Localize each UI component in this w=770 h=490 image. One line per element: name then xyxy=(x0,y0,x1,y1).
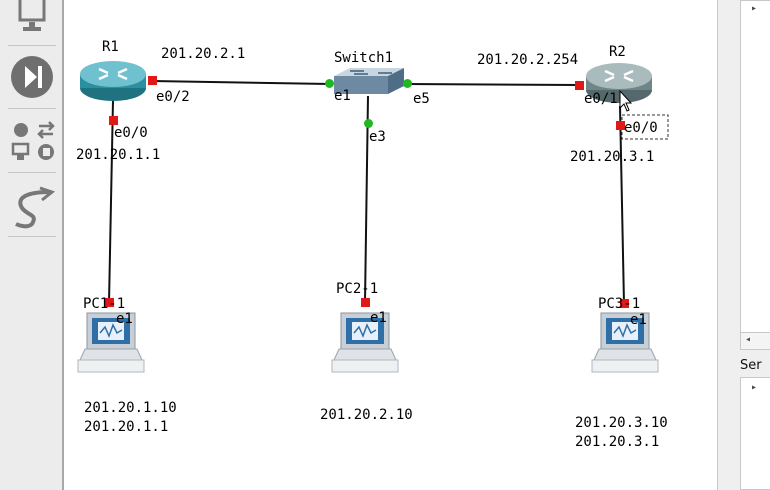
device-toolbar xyxy=(0,0,64,490)
port-label-switch-e1[interactable]: e1 xyxy=(334,88,351,104)
addr-r1-link[interactable]: 201.20.2.1 xyxy=(161,46,246,62)
link-switch-pc2[interactable] xyxy=(364,95,369,303)
servers-panel-title: Ser xyxy=(740,358,762,373)
switch-icon[interactable] xyxy=(334,68,404,94)
pc3-icon[interactable] xyxy=(591,312,659,373)
servers-pane[interactable]: ▸ xyxy=(740,377,770,490)
play-icon[interactable] xyxy=(8,52,56,102)
add-link-icon[interactable] xyxy=(8,180,56,230)
device-label-pc2[interactable]: PC2-1 xyxy=(336,281,379,297)
port-label-switch-e5[interactable]: e5 xyxy=(413,91,430,107)
port-r2-e0-1[interactable] xyxy=(575,81,584,90)
device-label-pc1[interactable]: PC1-1 xyxy=(83,296,126,312)
link-r1-pc1[interactable] xyxy=(108,99,114,304)
port-switch-e1[interactable] xyxy=(325,79,334,88)
toolbar-divider xyxy=(8,172,56,173)
port-label-r2-e0-1[interactable]: e0/1 xyxy=(584,91,618,107)
port-pc2-e1[interactable] xyxy=(361,298,370,307)
link-r1-switch[interactable] xyxy=(151,80,331,85)
device-label-r2[interactable]: R2 xyxy=(609,44,626,60)
link-switch-r2[interactable] xyxy=(404,83,580,86)
port-label-r2-e0-0[interactable]: e0/0 xyxy=(624,120,658,136)
port-switch-e3[interactable] xyxy=(364,119,373,128)
port-r1-e0-0[interactable] xyxy=(109,116,118,125)
device-label-switch1[interactable]: Switch1 xyxy=(334,50,394,66)
expand-arrow-icon[interactable]: ▸ xyxy=(751,3,758,14)
toolbar-divider xyxy=(8,236,56,237)
addr-pc2-ip[interactable]: 201.20.2.10 xyxy=(320,407,413,423)
addr-pc1-gateway[interactable]: 201.20.1.1 xyxy=(84,419,169,435)
all-devices-icon[interactable] xyxy=(8,116,56,166)
topology-summary-pane[interactable]: ▸ ◂ xyxy=(740,0,770,350)
router-r2-icon[interactable] xyxy=(586,63,652,103)
addr-pc3-ip[interactable]: 201.20.3.10 xyxy=(575,415,668,431)
port-label-pc2-e1[interactable]: e1 xyxy=(370,310,387,326)
link-layer xyxy=(77,61,669,373)
port-label-pc3-e1[interactable]: e1 xyxy=(630,312,647,328)
topology-canvas[interactable]: R1 R2 Switch1 PC1-1 PC2-1 PC3-1 e0/2 e0/… xyxy=(66,0,717,490)
right-dock: ▸ ◂ Ser ▸ xyxy=(717,0,770,490)
addr-r1-lan[interactable]: 201.20.1.1 xyxy=(76,147,161,163)
port-r1-e0-2[interactable] xyxy=(148,76,157,85)
port-switch-e5[interactable] xyxy=(403,79,412,88)
pc2-icon[interactable] xyxy=(331,312,399,373)
device-label-r1[interactable]: R1 xyxy=(102,39,119,55)
mouse-cursor-icon xyxy=(619,89,633,112)
port-label-pc1-e1[interactable]: e1 xyxy=(116,311,133,327)
port-label-r1-e0-0[interactable]: e0/0 xyxy=(114,125,148,141)
toolbar-divider xyxy=(8,108,56,109)
pc1-icon[interactable] xyxy=(77,312,145,373)
end-devices-icon[interactable] xyxy=(8,0,56,40)
port-pc1-e1[interactable] xyxy=(105,298,114,307)
addr-r2-lan[interactable]: 201.20.3.1 xyxy=(570,149,655,165)
addr-r2-link[interactable]: 201.20.2.254 xyxy=(477,52,579,68)
router-r1-icon[interactable] xyxy=(80,61,146,101)
port-pc3-e1[interactable] xyxy=(620,299,629,308)
addr-pc3-gateway[interactable]: 201.20.3.1 xyxy=(575,434,660,450)
device-label-pc3[interactable]: PC3-1 xyxy=(598,296,641,312)
scroll-left-icon[interactable]: ◂ xyxy=(745,334,752,345)
horizontal-scrollbar[interactable]: ◂ xyxy=(741,332,770,349)
port-label-r1-e0-2[interactable]: e0/2 xyxy=(156,89,190,105)
port-label-switch-e3[interactable]: e3 xyxy=(369,129,386,145)
addr-pc1-ip[interactable]: 201.20.1.10 xyxy=(84,400,177,416)
toolbar-divider xyxy=(8,45,56,46)
link-r2-pc3[interactable] xyxy=(619,105,625,305)
expand-arrow-icon[interactable]: ▸ xyxy=(751,382,758,393)
port-r2-e0-0[interactable] xyxy=(616,121,625,130)
